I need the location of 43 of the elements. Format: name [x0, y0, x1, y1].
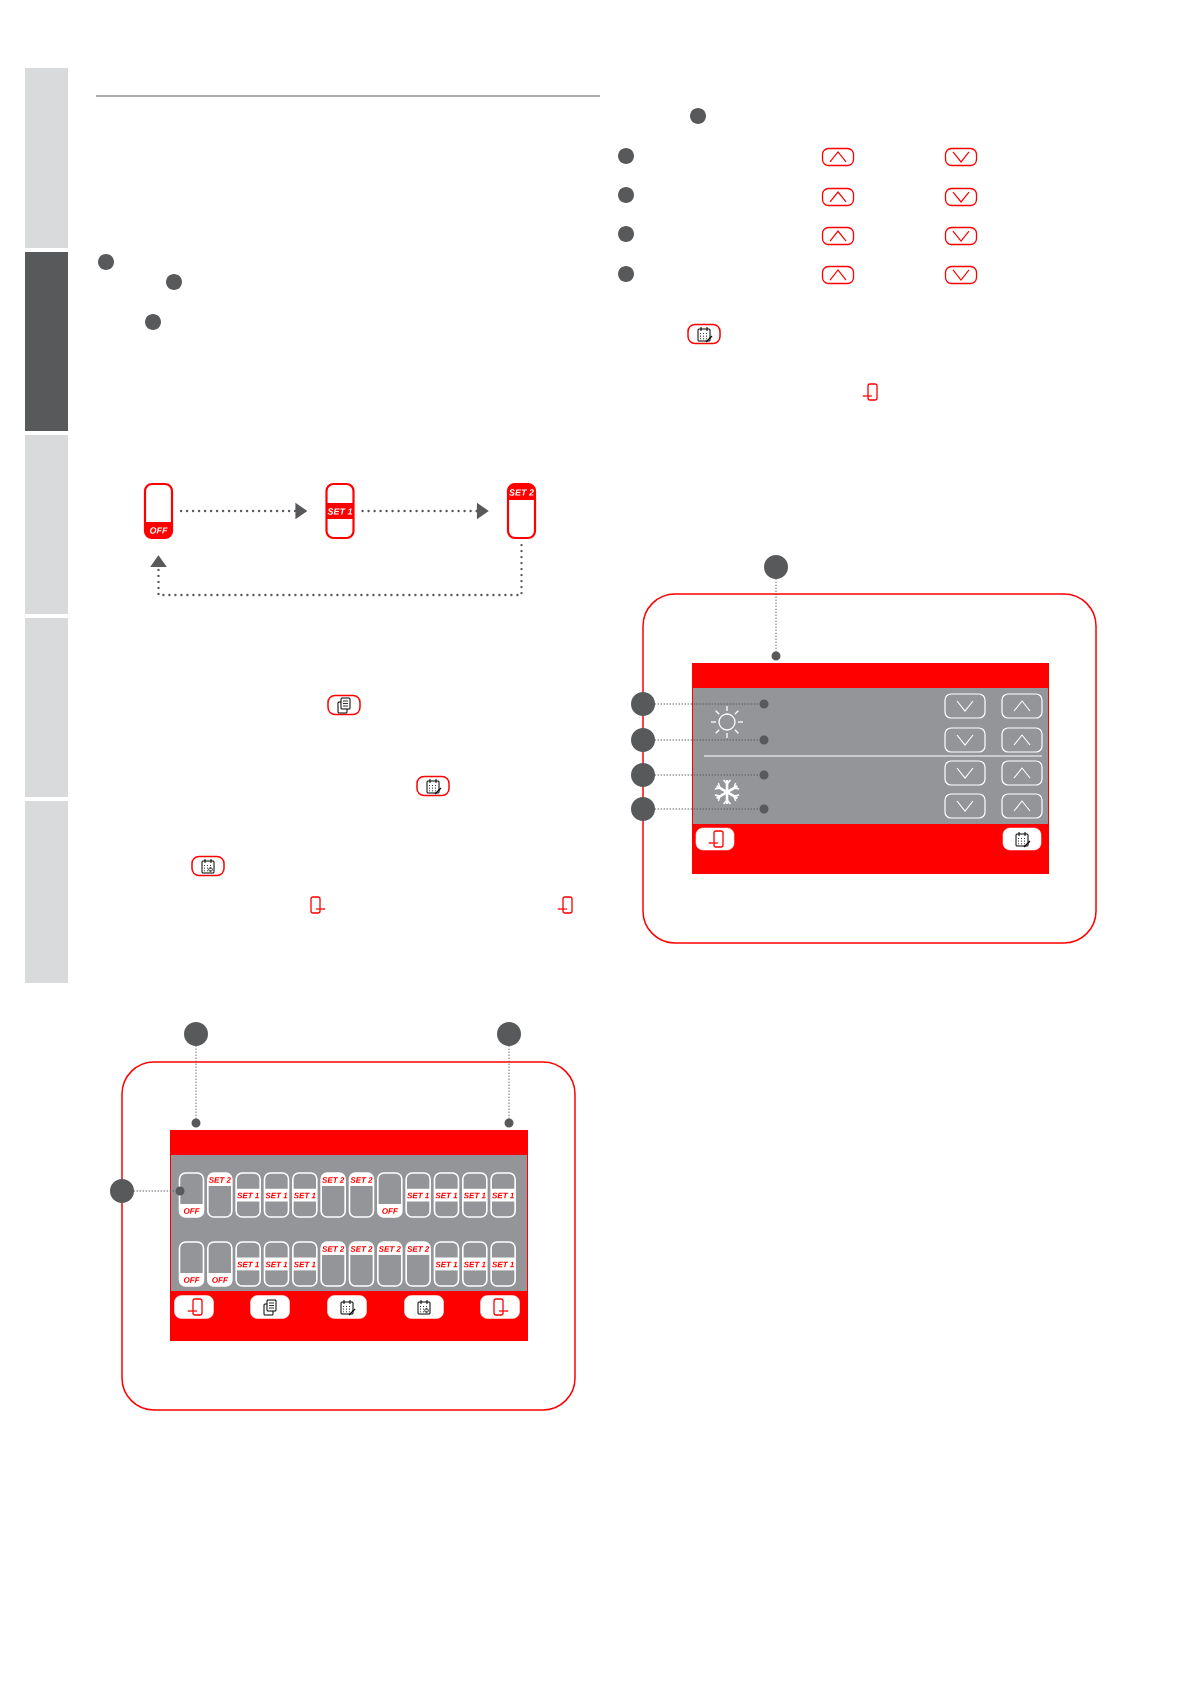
leader-line — [775, 578, 777, 652]
leader-line — [508, 1045, 510, 1119]
callout-circle — [110, 1179, 134, 1203]
leader-line — [654, 739, 760, 741]
callout-circle — [631, 692, 655, 716]
switch-toggle: SET 2 — [348, 1172, 375, 1218]
switch-toggle: SET 2 — [320, 1172, 346, 1218]
callout-circle — [764, 555, 788, 579]
switch-toggle: SET 1 — [235, 1241, 261, 1287]
display-screen — [692, 663, 1049, 874]
switch-toggle: SET 1 — [490, 1172, 516, 1218]
switch-toggle: SET 2 — [377, 1241, 403, 1287]
switch-toggle: SET 1 — [263, 1172, 290, 1218]
switch-toggle: SET 1 — [462, 1172, 488, 1218]
switch-toggle: OFF — [178, 1172, 205, 1218]
switch-toggle: OFF — [207, 1241, 233, 1287]
switch-toggle: OFF — [377, 1172, 403, 1218]
switch-toggle: SET 2 — [348, 1241, 375, 1287]
switch-toggle: SET 1 — [433, 1172, 460, 1218]
switch-toggle: SET 1 — [405, 1172, 431, 1218]
switch-toggle: SET 2 — [405, 1241, 431, 1287]
leader-line — [654, 703, 760, 705]
switch-toggle: SET 1 — [325, 482, 355, 540]
callout-circle — [631, 763, 655, 787]
switch-toggle: SET 1 — [292, 1241, 318, 1287]
arrow — [150, 543, 523, 597]
switch-toggle: SET 1 — [235, 1172, 261, 1218]
switch-toggle: SET 1 — [263, 1241, 290, 1287]
switch-toggle: SET 1 — [433, 1241, 460, 1287]
switch-toggle: SET 2 — [506, 482, 537, 540]
callout-circle — [184, 1022, 208, 1046]
leader-line — [133, 1190, 176, 1192]
switch-toggle: SET 1 — [490, 1241, 516, 1287]
switch-toggle: SET 1 — [462, 1241, 488, 1287]
callout-circle — [497, 1022, 521, 1046]
switch-toggle: SET 2 — [320, 1241, 346, 1287]
callout-circle — [631, 728, 655, 752]
switch-toggle: SET 1 — [292, 1172, 318, 1218]
callout-circle — [631, 797, 655, 821]
switch-toggle: OFF — [143, 482, 174, 540]
switch-toggle: SET 2 — [207, 1172, 233, 1218]
leader-line — [195, 1045, 197, 1119]
switch-toggle: OFF — [178, 1241, 205, 1287]
